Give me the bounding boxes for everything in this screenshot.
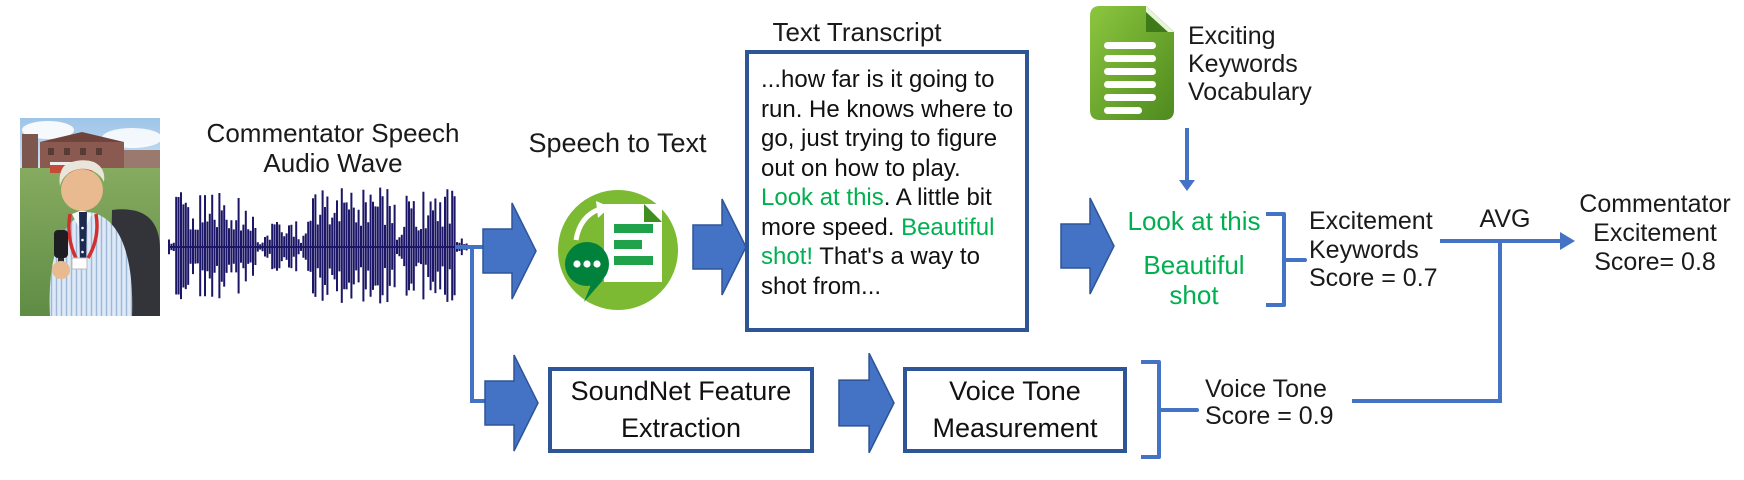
transcript-segment: That's a way to shot from... bbox=[761, 243, 980, 300]
vocab-arrow-line bbox=[1185, 128, 1189, 181]
transcript-title: Text Transcript bbox=[772, 17, 942, 47]
result-line2: Excitement bbox=[1593, 219, 1717, 247]
audio-wave-label: Commentator Speech Audio Wave bbox=[186, 118, 480, 178]
transcript-segment: Look at this bbox=[761, 184, 884, 211]
keywords-score-line2: Keywords bbox=[1309, 235, 1419, 264]
connector-voicetone-right bbox=[1352, 399, 1502, 403]
connector-waveform-to-bottom bbox=[470, 399, 487, 403]
transcript-box: ...how far is it going to run. He knows … bbox=[745, 50, 1029, 332]
avg-label: AVG bbox=[1479, 205, 1531, 233]
keywords-score-line3: Score = 0.7 bbox=[1309, 264, 1438, 292]
flow-arrow-1 bbox=[482, 202, 537, 300]
transcript-segment: Beautiful shot! bbox=[761, 213, 995, 271]
vocabulary-label-line1: Exciting bbox=[1188, 22, 1276, 50]
soundnet-line1: SoundNet Feature bbox=[570, 376, 792, 406]
vocabulary-label-line3: Vocabulary bbox=[1188, 78, 1312, 106]
keywords-bracket bbox=[1266, 212, 1307, 307]
transcript-segment: ...how far is it going to run. He knows … bbox=[761, 66, 1014, 182]
result-label: Commentator Excitement Score= 0.8 bbox=[1578, 190, 1732, 277]
voice-tone-line2: Measurement bbox=[932, 413, 1098, 443]
voice-tone-score-line1: Voice Tone bbox=[1205, 375, 1327, 403]
vocabulary-label-line2: Keywords bbox=[1188, 50, 1298, 78]
speech-to-text-label: Speech to Text bbox=[528, 128, 707, 158]
detected-keyword-1: Look at this bbox=[1127, 206, 1261, 236]
result-line1: Commentator bbox=[1579, 190, 1731, 218]
connector-waveform-down bbox=[470, 245, 474, 403]
transcript-segment: . A little bit more speed. bbox=[761, 184, 992, 241]
voice-tone-line1: Voice Tone bbox=[949, 376, 1081, 406]
soundnet-box: SoundNet Feature Extraction bbox=[548, 367, 814, 453]
commentator-photo bbox=[20, 118, 162, 316]
avg-arrow-head-icon bbox=[1560, 232, 1575, 250]
detected-keyword-2: Beautiful shot bbox=[1143, 250, 1245, 310]
flow-arrow-4 bbox=[484, 354, 539, 452]
connector-waveform-to-top bbox=[455, 245, 483, 249]
speech-to-text-icon bbox=[556, 188, 680, 317]
result-line3: Score= 0.8 bbox=[1594, 248, 1716, 276]
audio-wave-label-line2: Audio Wave bbox=[263, 148, 403, 178]
keywords-score-line1: Excitement bbox=[1309, 207, 1433, 235]
vocabulary-label: Exciting Keywords Vocabulary bbox=[1188, 22, 1312, 106]
flow-arrow-5 bbox=[838, 352, 895, 454]
keywords-score-label: Excitement Keywords Score = 0.7 bbox=[1309, 207, 1438, 293]
vocab-arrow-head-icon bbox=[1179, 180, 1195, 191]
flow-arrow-3 bbox=[1060, 197, 1115, 295]
speech-bubble-document-icon bbox=[558, 190, 678, 310]
voice-tone-bracket bbox=[1141, 360, 1199, 459]
commentator-photo-illustration bbox=[20, 118, 162, 316]
soundnet-line2: Extraction bbox=[620, 413, 742, 443]
green-document-icon bbox=[1090, 6, 1174, 120]
connector-voicetone-up bbox=[1498, 241, 1502, 403]
audio-wave-label-line1: Commentator Speech bbox=[206, 118, 460, 148]
voice-tone-box: Voice Tone Measurement bbox=[903, 367, 1127, 453]
flow-arrow-2 bbox=[692, 198, 747, 296]
voice-tone-score-label: Voice Tone Score = 0.9 bbox=[1205, 376, 1334, 430]
audio-waveform bbox=[168, 187, 474, 304]
voice-tone-score-line2: Score = 0.9 bbox=[1205, 402, 1334, 430]
soundnet-box-text: SoundNet Feature Extraction bbox=[571, 373, 792, 447]
vocabulary-icon bbox=[1090, 6, 1174, 125]
voice-tone-box-text: Voice Tone Measurement bbox=[932, 373, 1097, 447]
detected-keywords: Look at this Beautiful shot bbox=[1118, 206, 1270, 310]
